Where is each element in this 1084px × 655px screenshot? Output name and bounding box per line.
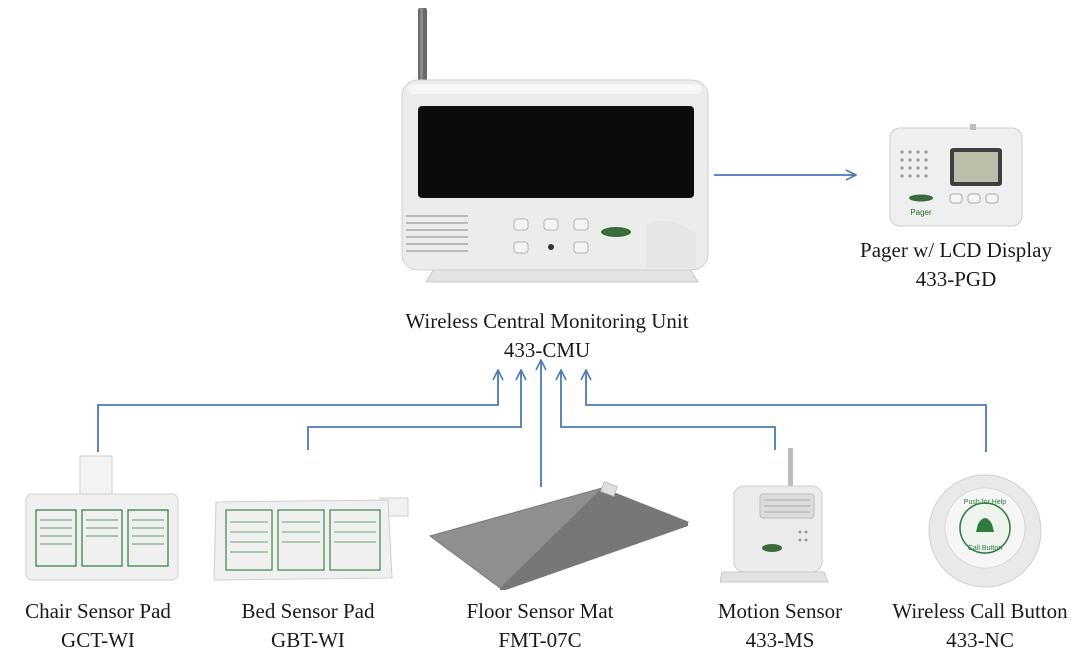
pager-screen-label: Pager [910,208,932,217]
central-monitoring-unit-image [401,8,709,283]
central-unit-name: Wireless Central Monitoring Unit [405,309,689,333]
chair-sensor-label: Chair Sensor Pad GCT-WI [0,597,196,655]
call-button-model: 433-NC [946,628,1014,652]
motion-sensor-name: Motion Sensor [717,599,843,623]
connector-bed [307,370,521,450]
bed-sensor-label: Bed Sensor Pad GBT-WI [210,597,406,655]
call-button-bottom-text: Call Button [968,545,1002,552]
central-unit-model: 433-CMU [503,338,591,362]
chair-sensor-pad-image [25,455,179,581]
chair-sensor-name: Chair Sensor Pad [25,599,171,623]
central-unit-label: Wireless Central Monitoring Unit 433-CMU [372,307,722,365]
bed-sensor-model: GBT-WI [271,628,345,652]
floor-sensor-name: Floor Sensor Mat [466,599,614,623]
motion-sensor-model: 433-MS [745,628,815,652]
motion-sensor-image [720,448,829,583]
pager-image: Pager [889,124,1023,227]
call-button-label: Wireless Call Button 433-NC [876,597,1084,655]
floor-sensor-label: Floor Sensor Mat FMT-07C [440,597,640,655]
call-button-top-text: Push for Help [964,499,1007,506]
connector-chair [97,370,498,452]
call-button-name: Wireless Call Button [892,599,1068,623]
pager-model: 433-PGD [915,267,997,291]
bed-sensor-pad-image [213,497,409,581]
bed-sensor-name: Bed Sensor Pad [241,599,375,623]
floor-sensor-mat-image [428,481,690,590]
chair-sensor-model: GCT-WI [61,628,135,652]
floor-sensor-model: FMT-07C [498,628,582,652]
motion-sensor-label: Motion Sensor 433-MS [690,597,870,655]
pager-label: Pager w/ LCD Display 433-PGD [836,236,1076,294]
connector-call-button [586,370,987,452]
pager-name: Pager w/ LCD Display [860,238,1052,262]
connector-motion [561,370,776,450]
wireless-call-button-image: Push for Help Call Button [928,474,1042,588]
